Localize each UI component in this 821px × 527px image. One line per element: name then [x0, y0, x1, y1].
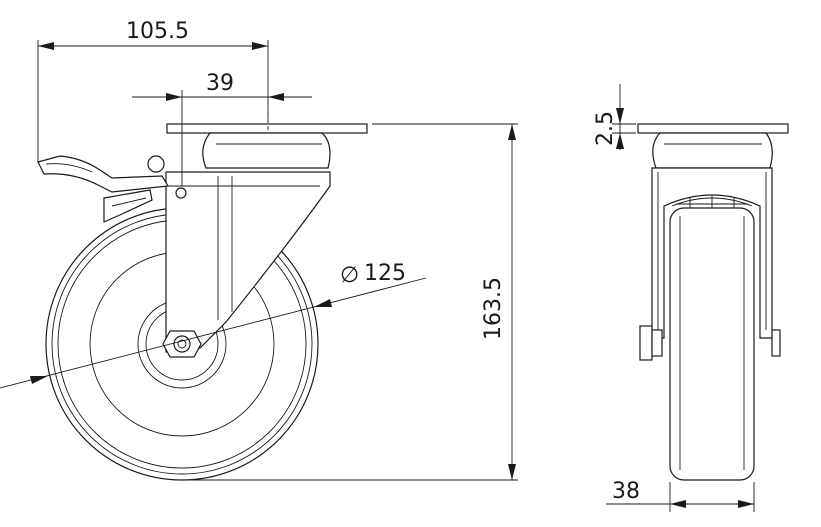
front-view [637, 123, 789, 481]
dim-label-plate-thickness: 2.5 [593, 111, 618, 146]
brake-pedal [37, 155, 169, 223]
dim-label-overall-width: 105.5 [126, 19, 189, 44]
swivel-bearing [202, 132, 331, 169]
fork-front [651, 167, 773, 339]
dim-label-wheel-diameter: 125 [364, 261, 406, 286]
dimension-overall-width: 105.5 [37, 19, 269, 162]
dim-label-diameter-symbol: ∅ [340, 263, 359, 288]
top-plate [166, 123, 368, 134]
dim-label-overall-height: 163.5 [481, 277, 506, 340]
dimension-plate-thickness: 2.5 [593, 84, 636, 150]
dimension-wheel-width: 38 [606, 479, 755, 512]
dim-label-offset: 39 [206, 71, 234, 96]
fork-leg [165, 171, 331, 353]
dimension-offset: 39 [132, 71, 312, 186]
side-view [37, 112, 368, 481]
wheel-front [669, 207, 755, 481]
dimension-wheel-diameter: ∅ 125 [0, 261, 427, 389]
dimension-overall-height: 163.5 [186, 123, 518, 481]
top-plate-front [637, 123, 789, 134]
dim-label-wheel-width: 38 [612, 479, 640, 504]
